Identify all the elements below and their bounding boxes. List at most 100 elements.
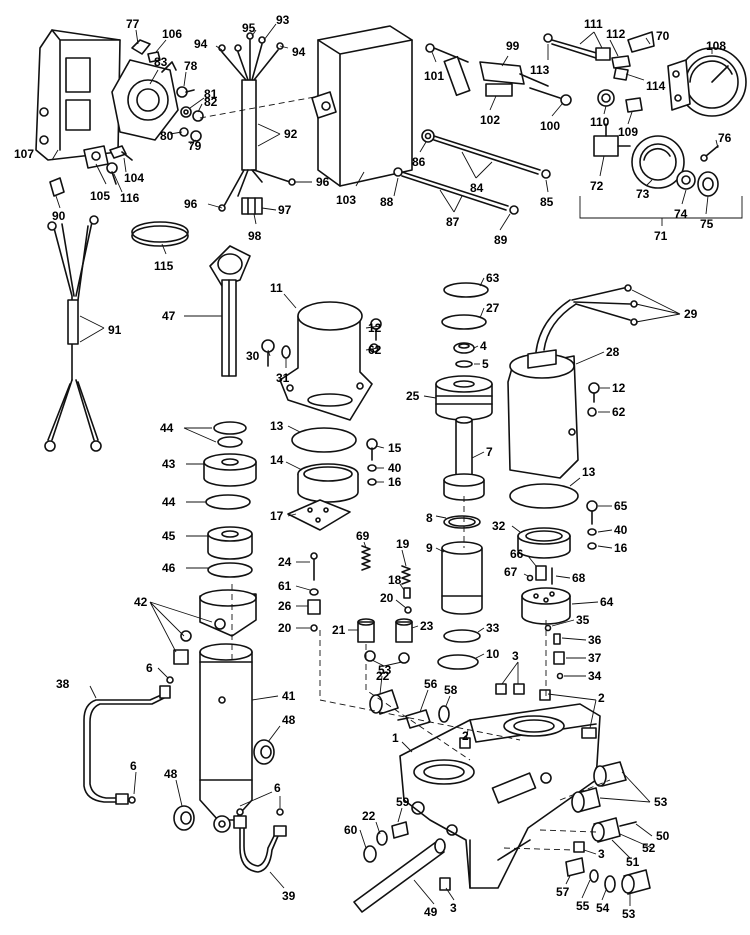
label-34: 34 [588, 669, 602, 683]
cable-111 [543, 33, 611, 61]
ball-20-left [310, 624, 318, 632]
oring-5 [455, 360, 473, 368]
label-53-bottom: 53 [622, 907, 636, 921]
label-3-top: 3 [512, 649, 519, 663]
oring-58 [438, 705, 450, 723]
label-60: 60 [344, 823, 358, 837]
link-rod-84 [421, 129, 551, 179]
label-99: 99 [506, 39, 520, 53]
label-37: 37 [588, 651, 602, 665]
label-95: 95 [242, 21, 256, 35]
relay-box-housing [35, 29, 121, 161]
label-108: 108 [706, 39, 726, 53]
label-59: 59 [396, 795, 410, 809]
label-114: 114 [646, 79, 666, 93]
spring-19 [401, 565, 411, 585]
label-73: 73 [636, 187, 650, 201]
label-75: 75 [700, 217, 714, 231]
valve-3-bottom-right [573, 841, 585, 853]
switch-72 [593, 123, 631, 157]
check-valve-53 [369, 689, 399, 715]
label-16-right: 16 [614, 541, 628, 555]
label-115: 115 [154, 259, 174, 273]
label-74: 74 [674, 207, 688, 221]
label-18: 18 [388, 573, 402, 587]
label-27: 27 [486, 301, 500, 315]
label-35: 35 [576, 613, 590, 627]
valves-3-top [495, 683, 525, 695]
label-85: 85 [540, 195, 554, 209]
label-8: 8 [426, 511, 433, 525]
label-17: 17 [270, 509, 284, 523]
clip-109 [625, 97, 643, 113]
plug-53-bottom [621, 869, 651, 895]
cylinder-cap-42 [199, 589, 257, 637]
rod-101-fitting [425, 43, 469, 63]
fitting-2-left [459, 737, 471, 749]
hydraulic-line-39 [233, 808, 287, 873]
label-12-right: 12 [612, 381, 626, 395]
label-52: 52 [642, 841, 656, 855]
valve-21 [357, 618, 375, 643]
label-101: 101 [424, 69, 444, 83]
bearing-43 [203, 453, 257, 487]
label-26: 26 [278, 599, 292, 613]
label-21: 21 [332, 623, 346, 637]
screw-106 [147, 51, 161, 63]
ball-20-right [404, 606, 412, 614]
piston-45 [207, 526, 253, 560]
fitting-59 [391, 821, 409, 839]
label-105: 105 [90, 189, 110, 203]
seat-37 [553, 651, 565, 665]
label-41: 41 [282, 689, 296, 703]
label-107: 107 [14, 147, 34, 161]
bushing-48-upper [253, 739, 275, 765]
label-63: 63 [486, 271, 500, 285]
seal-44-upper [213, 421, 247, 448]
label-103: 103 [336, 193, 356, 207]
label-81: 81 [204, 87, 218, 101]
oring-22-bottom [376, 830, 388, 846]
label-86: 86 [412, 155, 426, 169]
label-6-lower: 6 [274, 781, 281, 795]
plate-17 [287, 499, 351, 531]
label-116: 116 [120, 191, 140, 205]
valve-3-bottom [439, 877, 451, 891]
label-98: 98 [248, 229, 262, 243]
label-72: 72 [590, 179, 604, 193]
shaft-7 [443, 416, 485, 501]
label-44-upper: 44 [160, 421, 174, 435]
label-89: 89 [494, 233, 508, 247]
label-70: 70 [656, 29, 670, 43]
label-91: 91 [108, 323, 122, 337]
label-32: 32 [492, 519, 506, 533]
nut-81 [180, 106, 192, 118]
label-20-left: 20 [278, 621, 292, 635]
label-90: 90 [52, 209, 66, 223]
label-29: 29 [684, 307, 698, 321]
screw-116 [106, 162, 118, 185]
screw-104 [109, 145, 133, 161]
bushing-48-lower [173, 805, 195, 831]
label-71: 71 [654, 229, 668, 243]
tilt-rod-47 [209, 245, 251, 377]
oring-8 [443, 515, 481, 529]
label-33: 33 [486, 621, 500, 635]
label-93: 93 [276, 13, 290, 27]
nut-74 [676, 170, 696, 190]
label-3-right: 3 [598, 847, 605, 861]
label-94-right: 94 [292, 45, 306, 59]
label-22-mid: 22 [376, 669, 390, 683]
pump-motor-11 [279, 301, 373, 421]
manifold-body-1 [399, 703, 601, 889]
fitting-2-top-right [539, 689, 551, 701]
label-50: 50 [656, 829, 670, 843]
oring-46 [207, 562, 253, 578]
label-58: 58 [444, 683, 458, 697]
label-14: 14 [270, 453, 284, 467]
orings-22 [364, 650, 410, 664]
sleeve-9 [441, 541, 483, 615]
ball-34 [556, 672, 564, 680]
battery-cable-harness-91 [44, 215, 102, 452]
oring-33 [443, 629, 481, 643]
